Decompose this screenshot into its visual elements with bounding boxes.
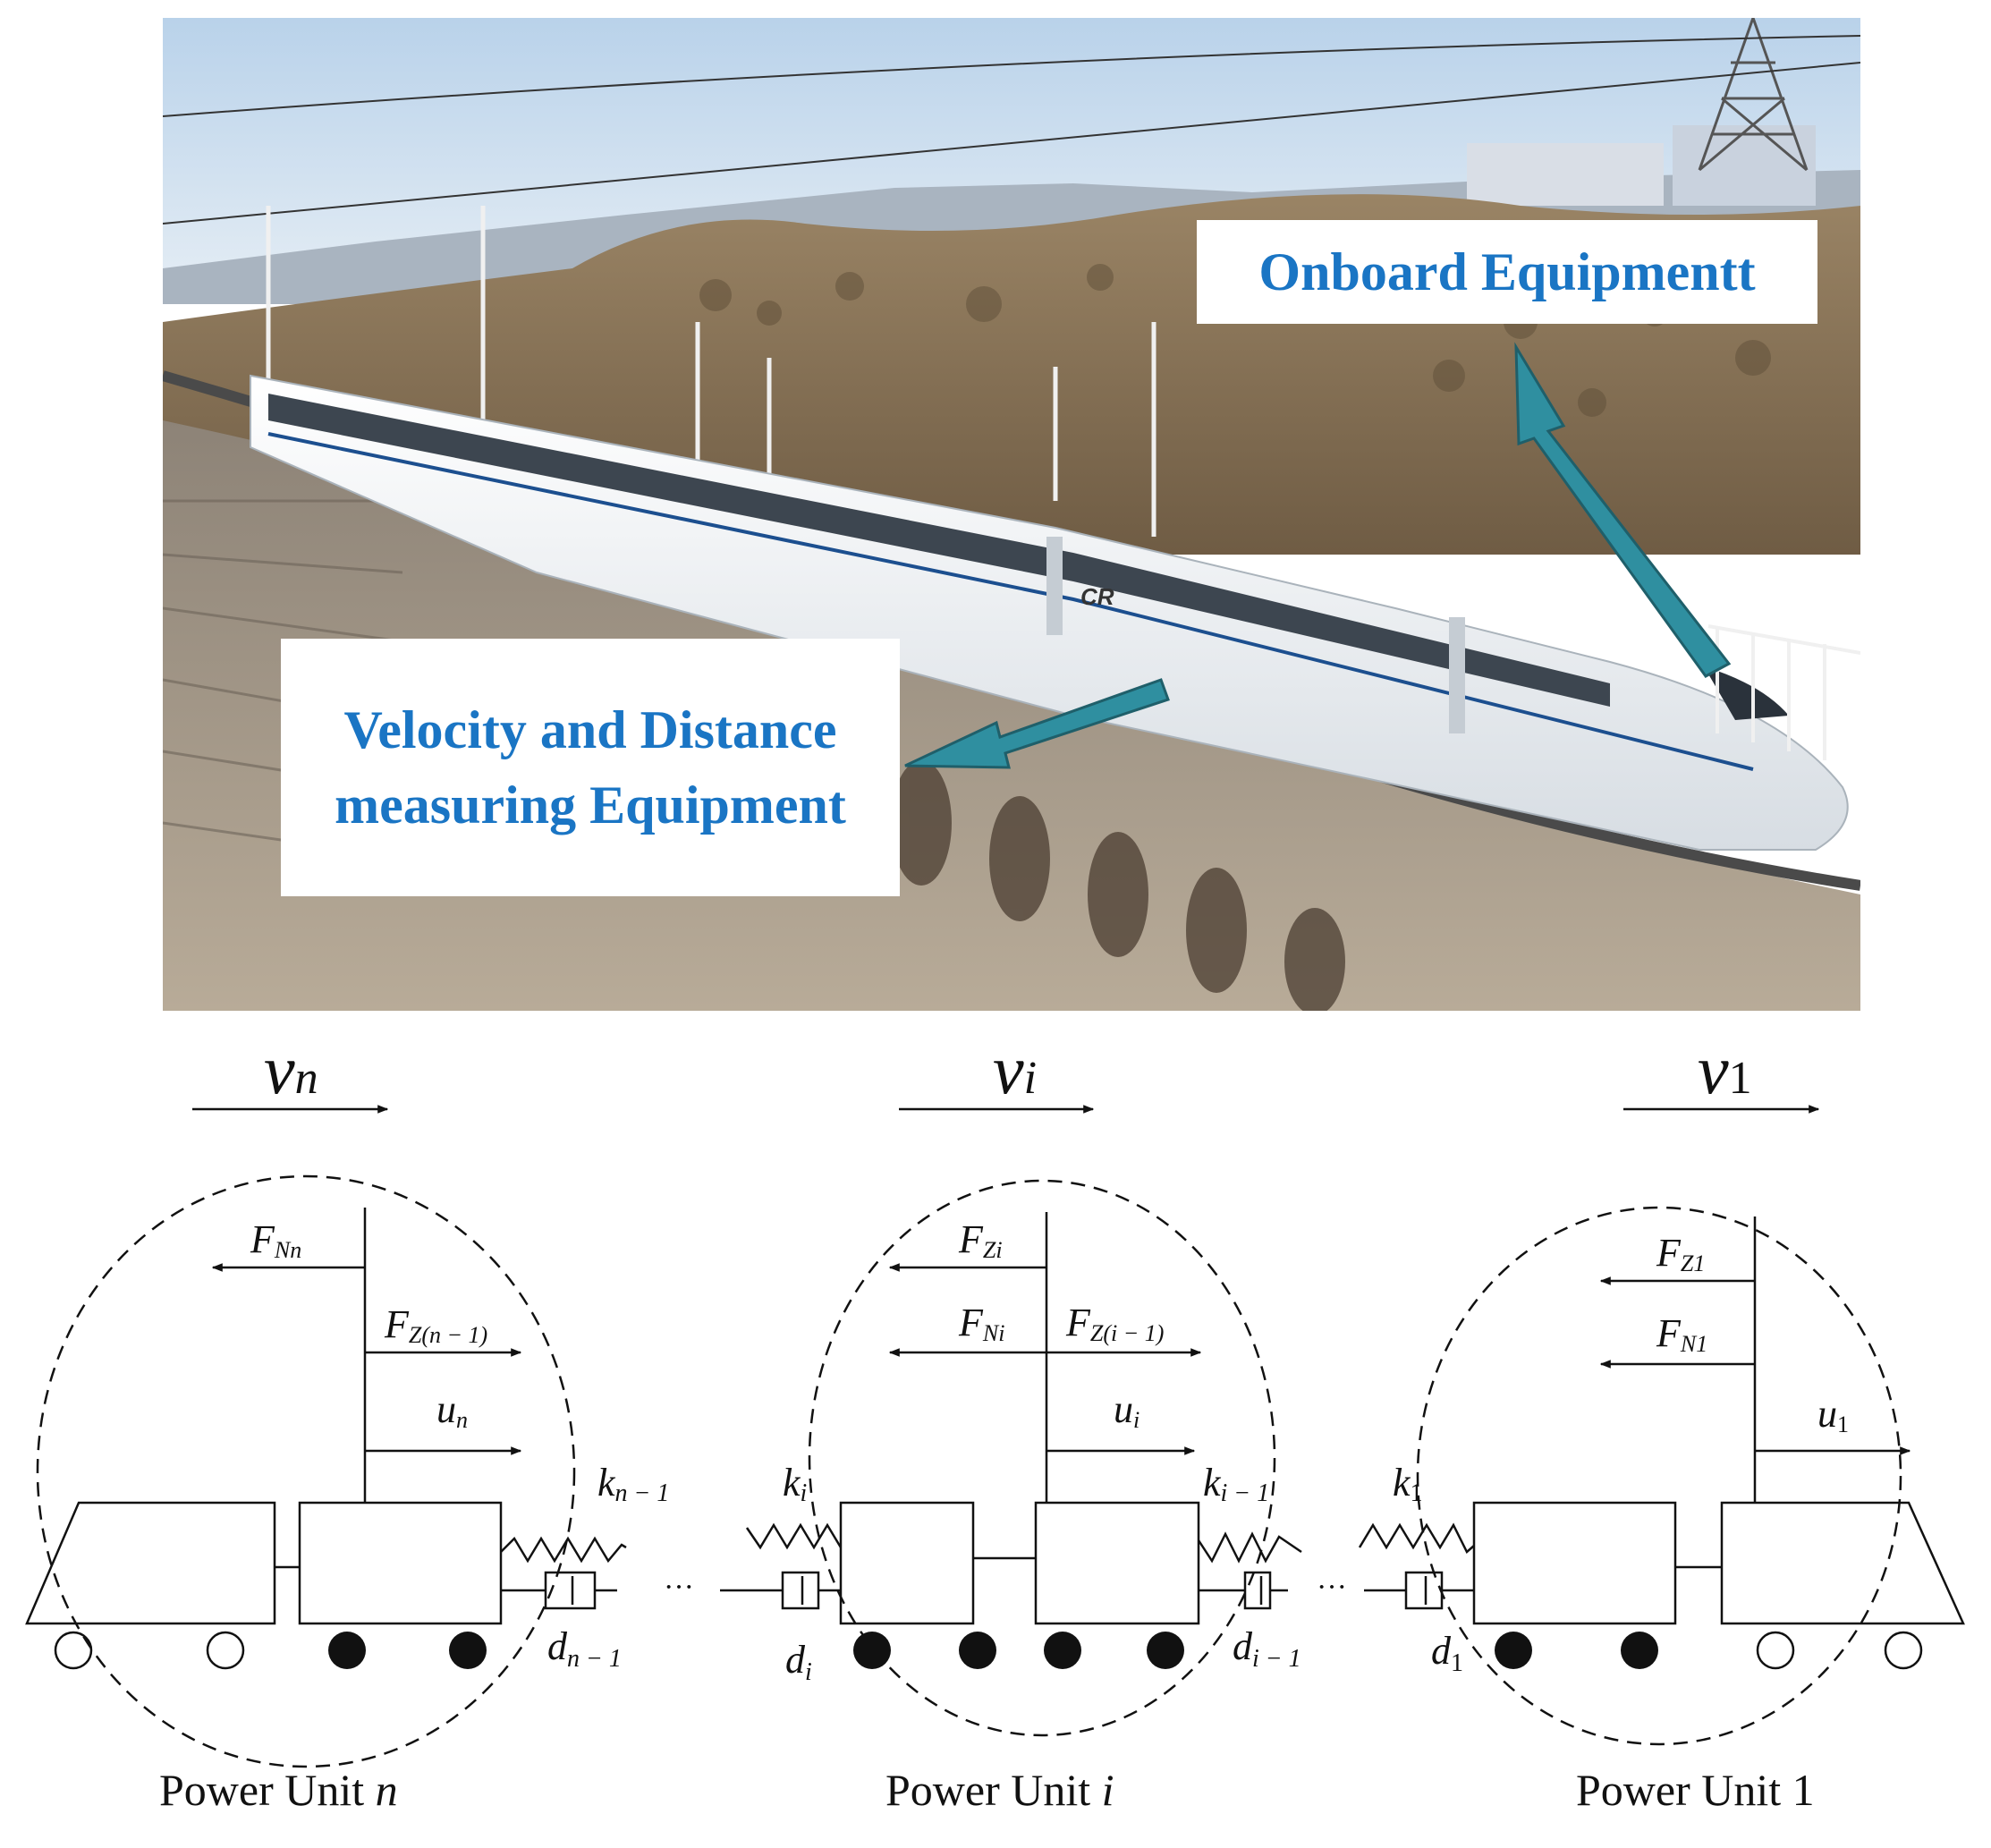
velocity-callout-line1: Velocity and Distance xyxy=(343,700,837,759)
velocity-label-1: v1 xyxy=(1698,1030,1752,1108)
onboard-equipment-callout: Onboard Equipmentt xyxy=(1197,220,1817,324)
power-pylon xyxy=(1698,18,1809,172)
velocity-distance-callout: Velocity and Distance measuring Equipmen… xyxy=(281,639,900,896)
power-unit-label-1: Power Unit 1 xyxy=(1576,1765,1815,1815)
velocity-label-n: vn xyxy=(264,1030,318,1108)
damper-body-dn-1 xyxy=(544,1571,597,1610)
ellipsis-i-1: ··· xyxy=(1317,1571,1347,1604)
ellipsis-n-i: ··· xyxy=(664,1571,694,1604)
railing xyxy=(1707,624,1860,760)
motor-wheel xyxy=(1044,1632,1081,1669)
car-body-n-motor xyxy=(298,1501,503,1625)
damper-label-dn-1: dn − 1 xyxy=(547,1624,622,1673)
boundary-circle-i xyxy=(808,1179,1276,1737)
damper-body-d1 xyxy=(1404,1571,1444,1610)
force-label-FNn: FNn xyxy=(250,1217,301,1263)
trailer-wheel xyxy=(1756,1631,1795,1670)
spring-ki xyxy=(745,1522,843,1550)
car-body-i-right xyxy=(1034,1501,1200,1625)
force-label-FZn-1: FZ(n − 1) xyxy=(384,1302,487,1348)
power-unit-label-n: Power Unit n xyxy=(159,1765,398,1815)
damper-body-di xyxy=(781,1571,820,1610)
spring-label-kn-1: kn − 1 xyxy=(597,1461,669,1507)
spring-label-k1: k1 xyxy=(1393,1461,1423,1507)
spring-ki-1 xyxy=(1197,1531,1302,1564)
force-label-FNi: FNi xyxy=(958,1301,1004,1346)
boundary-circle-1 xyxy=(1416,1206,1902,1746)
force-label-FZi-1: FZ(i − 1) xyxy=(1065,1301,1164,1346)
car-body-1-lead xyxy=(1720,1501,1965,1625)
car-body-i-left xyxy=(839,1501,975,1625)
velocity-pointer-arrow xyxy=(904,678,1170,769)
onboard-pointer-arrow xyxy=(1514,342,1732,678)
motor-wheel xyxy=(1147,1632,1184,1669)
damper-label-d1: d1 xyxy=(1431,1629,1463,1677)
power-unit-label-i: Power Unit i xyxy=(885,1765,1114,1815)
motor-wheel xyxy=(853,1632,891,1669)
force-label-FZi: FZi xyxy=(958,1217,1003,1263)
car-body-n-trailer xyxy=(25,1501,276,1625)
motor-wheel xyxy=(1495,1632,1532,1669)
velocity-callout-line2: measuring Equipment xyxy=(335,776,846,835)
spring-kn-1 xyxy=(500,1536,627,1564)
onboard-equipment-label: Onboard Equipmentt xyxy=(1258,242,1756,301)
damper-label-di-1: di − 1 xyxy=(1233,1624,1301,1673)
car-body-1-motor xyxy=(1472,1501,1677,1625)
boundary-circle-n xyxy=(36,1174,576,1768)
damper-label-di: di xyxy=(785,1638,812,1686)
motor-wheel xyxy=(959,1632,996,1669)
damper-body-di-1 xyxy=(1243,1571,1272,1610)
high-speed-train: CR xyxy=(250,374,1849,851)
train-logo: CR xyxy=(1080,583,1114,610)
trailer-wheel xyxy=(1884,1631,1923,1670)
trailer-wheel xyxy=(54,1631,93,1670)
motor-wheel xyxy=(1621,1632,1658,1669)
distant-building xyxy=(1467,143,1664,206)
spring-k1 xyxy=(1358,1522,1475,1555)
force-label-ui: ui xyxy=(1114,1387,1140,1433)
force-label-FN1: FN1 xyxy=(1656,1311,1707,1357)
force-label-FZ1: FZ1 xyxy=(1656,1231,1705,1276)
motor-wheel xyxy=(328,1632,366,1669)
drainage-ovals xyxy=(891,760,1345,1011)
trailer-wheel xyxy=(206,1631,245,1670)
motor-wheel xyxy=(449,1632,487,1669)
spring-label-ki-1: ki − 1 xyxy=(1203,1461,1269,1507)
force-label-u1: u1 xyxy=(1817,1392,1849,1437)
force-label-un: un xyxy=(436,1387,468,1433)
velocity-label-i: vi xyxy=(993,1030,1037,1108)
spring-label-ki: ki xyxy=(783,1461,807,1507)
distant-building xyxy=(1673,125,1816,206)
